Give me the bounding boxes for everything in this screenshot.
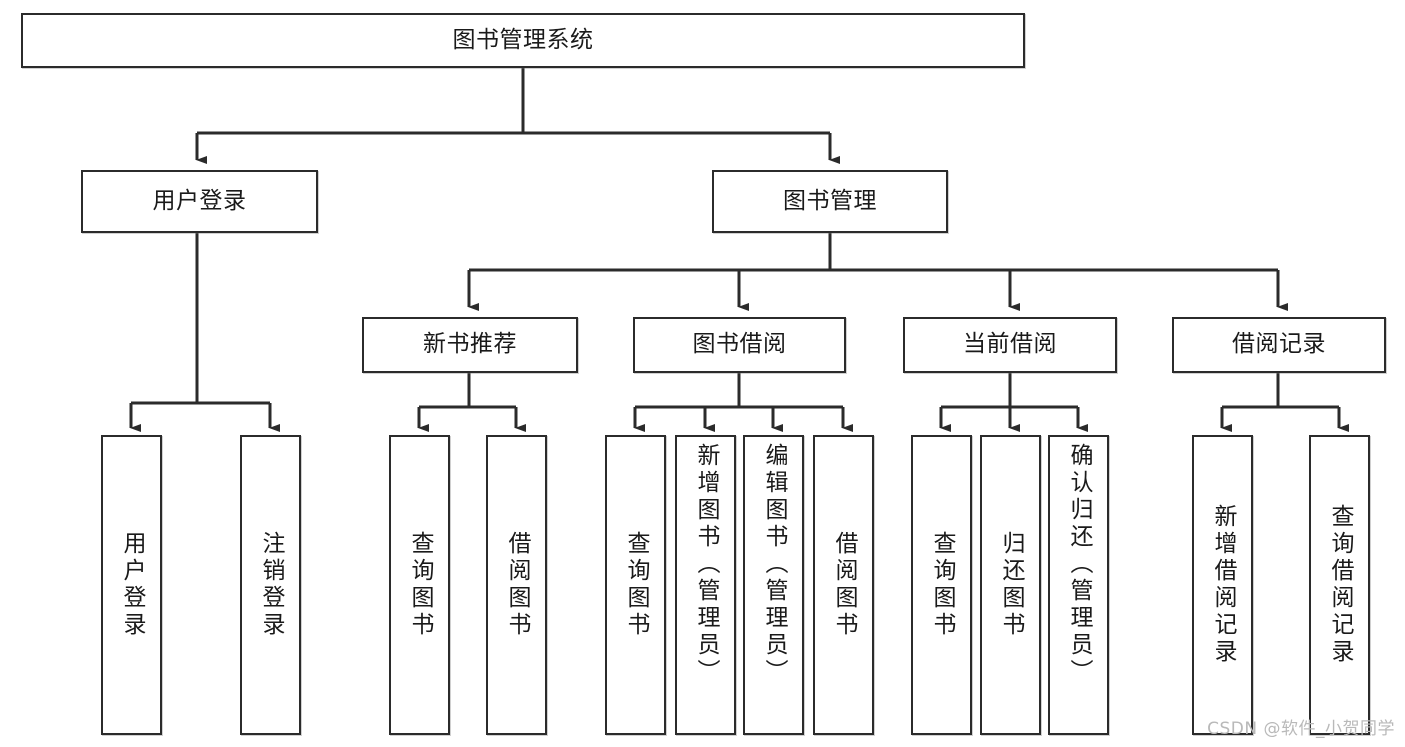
node-leaf-user-login-label: 用户登录	[119, 531, 145, 639]
node-leaf-borrow-book-borrow-label: 借阅图书	[831, 531, 857, 639]
node-leaf-query-book-borrow-label: 查询图书	[623, 531, 649, 639]
node-leaf-query-borrow-record-label: 查询借阅记录	[1327, 504, 1353, 666]
node-leaf-add-book-admin-label: 新增图书（管理员）	[693, 443, 719, 686]
node-user-login[interactable]: 用户登录	[81, 170, 318, 233]
node-leaf-confirm-return-admin[interactable]: 确认归还（管理员）	[1048, 435, 1109, 735]
node-leaf-return-book-label: 归还图书	[998, 531, 1024, 639]
node-current-borrow[interactable]: 当前借阅	[903, 317, 1117, 373]
node-leaf-logout[interactable]: 注销登录	[240, 435, 301, 735]
node-book-borrow-label: 图书借阅	[692, 331, 787, 358]
node-leaf-borrow-book-borrow[interactable]: 借阅图书	[813, 435, 874, 735]
node-leaf-return-book[interactable]: 归还图书	[980, 435, 1041, 735]
node-new-book-recommend[interactable]: 新书推荐	[362, 317, 578, 373]
node-root-system[interactable]: 图书管理系统	[21, 13, 1025, 68]
node-new-book-recommend-label: 新书推荐	[423, 331, 517, 358]
node-borrow-record[interactable]: 借阅记录	[1172, 317, 1386, 373]
node-leaf-query-book-current-label: 查询图书	[929, 531, 955, 639]
node-book-manage-label: 图书管理	[783, 187, 877, 214]
node-leaf-edit-book-admin[interactable]: 编辑图书（管理员）	[743, 435, 804, 735]
node-borrow-record-label: 借阅记录	[1232, 331, 1326, 358]
node-leaf-logout-label: 注销登录	[258, 531, 284, 639]
node-current-borrow-label: 当前借阅	[963, 331, 1057, 358]
node-book-borrow[interactable]: 图书借阅	[633, 317, 846, 373]
node-leaf-borrow-book-recommend[interactable]: 借阅图书	[486, 435, 547, 735]
node-book-manage[interactable]: 图书管理	[712, 170, 948, 233]
node-leaf-query-book-current[interactable]: 查询图书	[911, 435, 972, 735]
node-leaf-add-borrow-record-label: 新增借阅记录	[1210, 504, 1236, 666]
node-leaf-query-borrow-record[interactable]: 查询借阅记录	[1309, 435, 1370, 735]
node-leaf-borrow-book-recommend-label: 借阅图书	[504, 531, 530, 639]
node-leaf-query-book-borrow[interactable]: 查询图书	[605, 435, 666, 735]
node-leaf-add-borrow-record[interactable]: 新增借阅记录	[1192, 435, 1253, 735]
node-leaf-confirm-return-admin-label: 确认归还（管理员）	[1066, 443, 1092, 686]
node-user-login-label: 用户登录	[152, 187, 247, 214]
node-root-system-label: 图书管理系统	[452, 26, 594, 53]
node-leaf-query-book-recommend[interactable]: 查询图书	[389, 435, 450, 735]
node-leaf-add-book-admin[interactable]: 新增图书（管理员）	[675, 435, 736, 735]
node-leaf-user-login[interactable]: 用户登录	[101, 435, 162, 735]
node-leaf-query-book-recommend-label: 查询图书	[407, 531, 433, 639]
node-leaf-edit-book-admin-label: 编辑图书（管理员）	[761, 443, 787, 686]
